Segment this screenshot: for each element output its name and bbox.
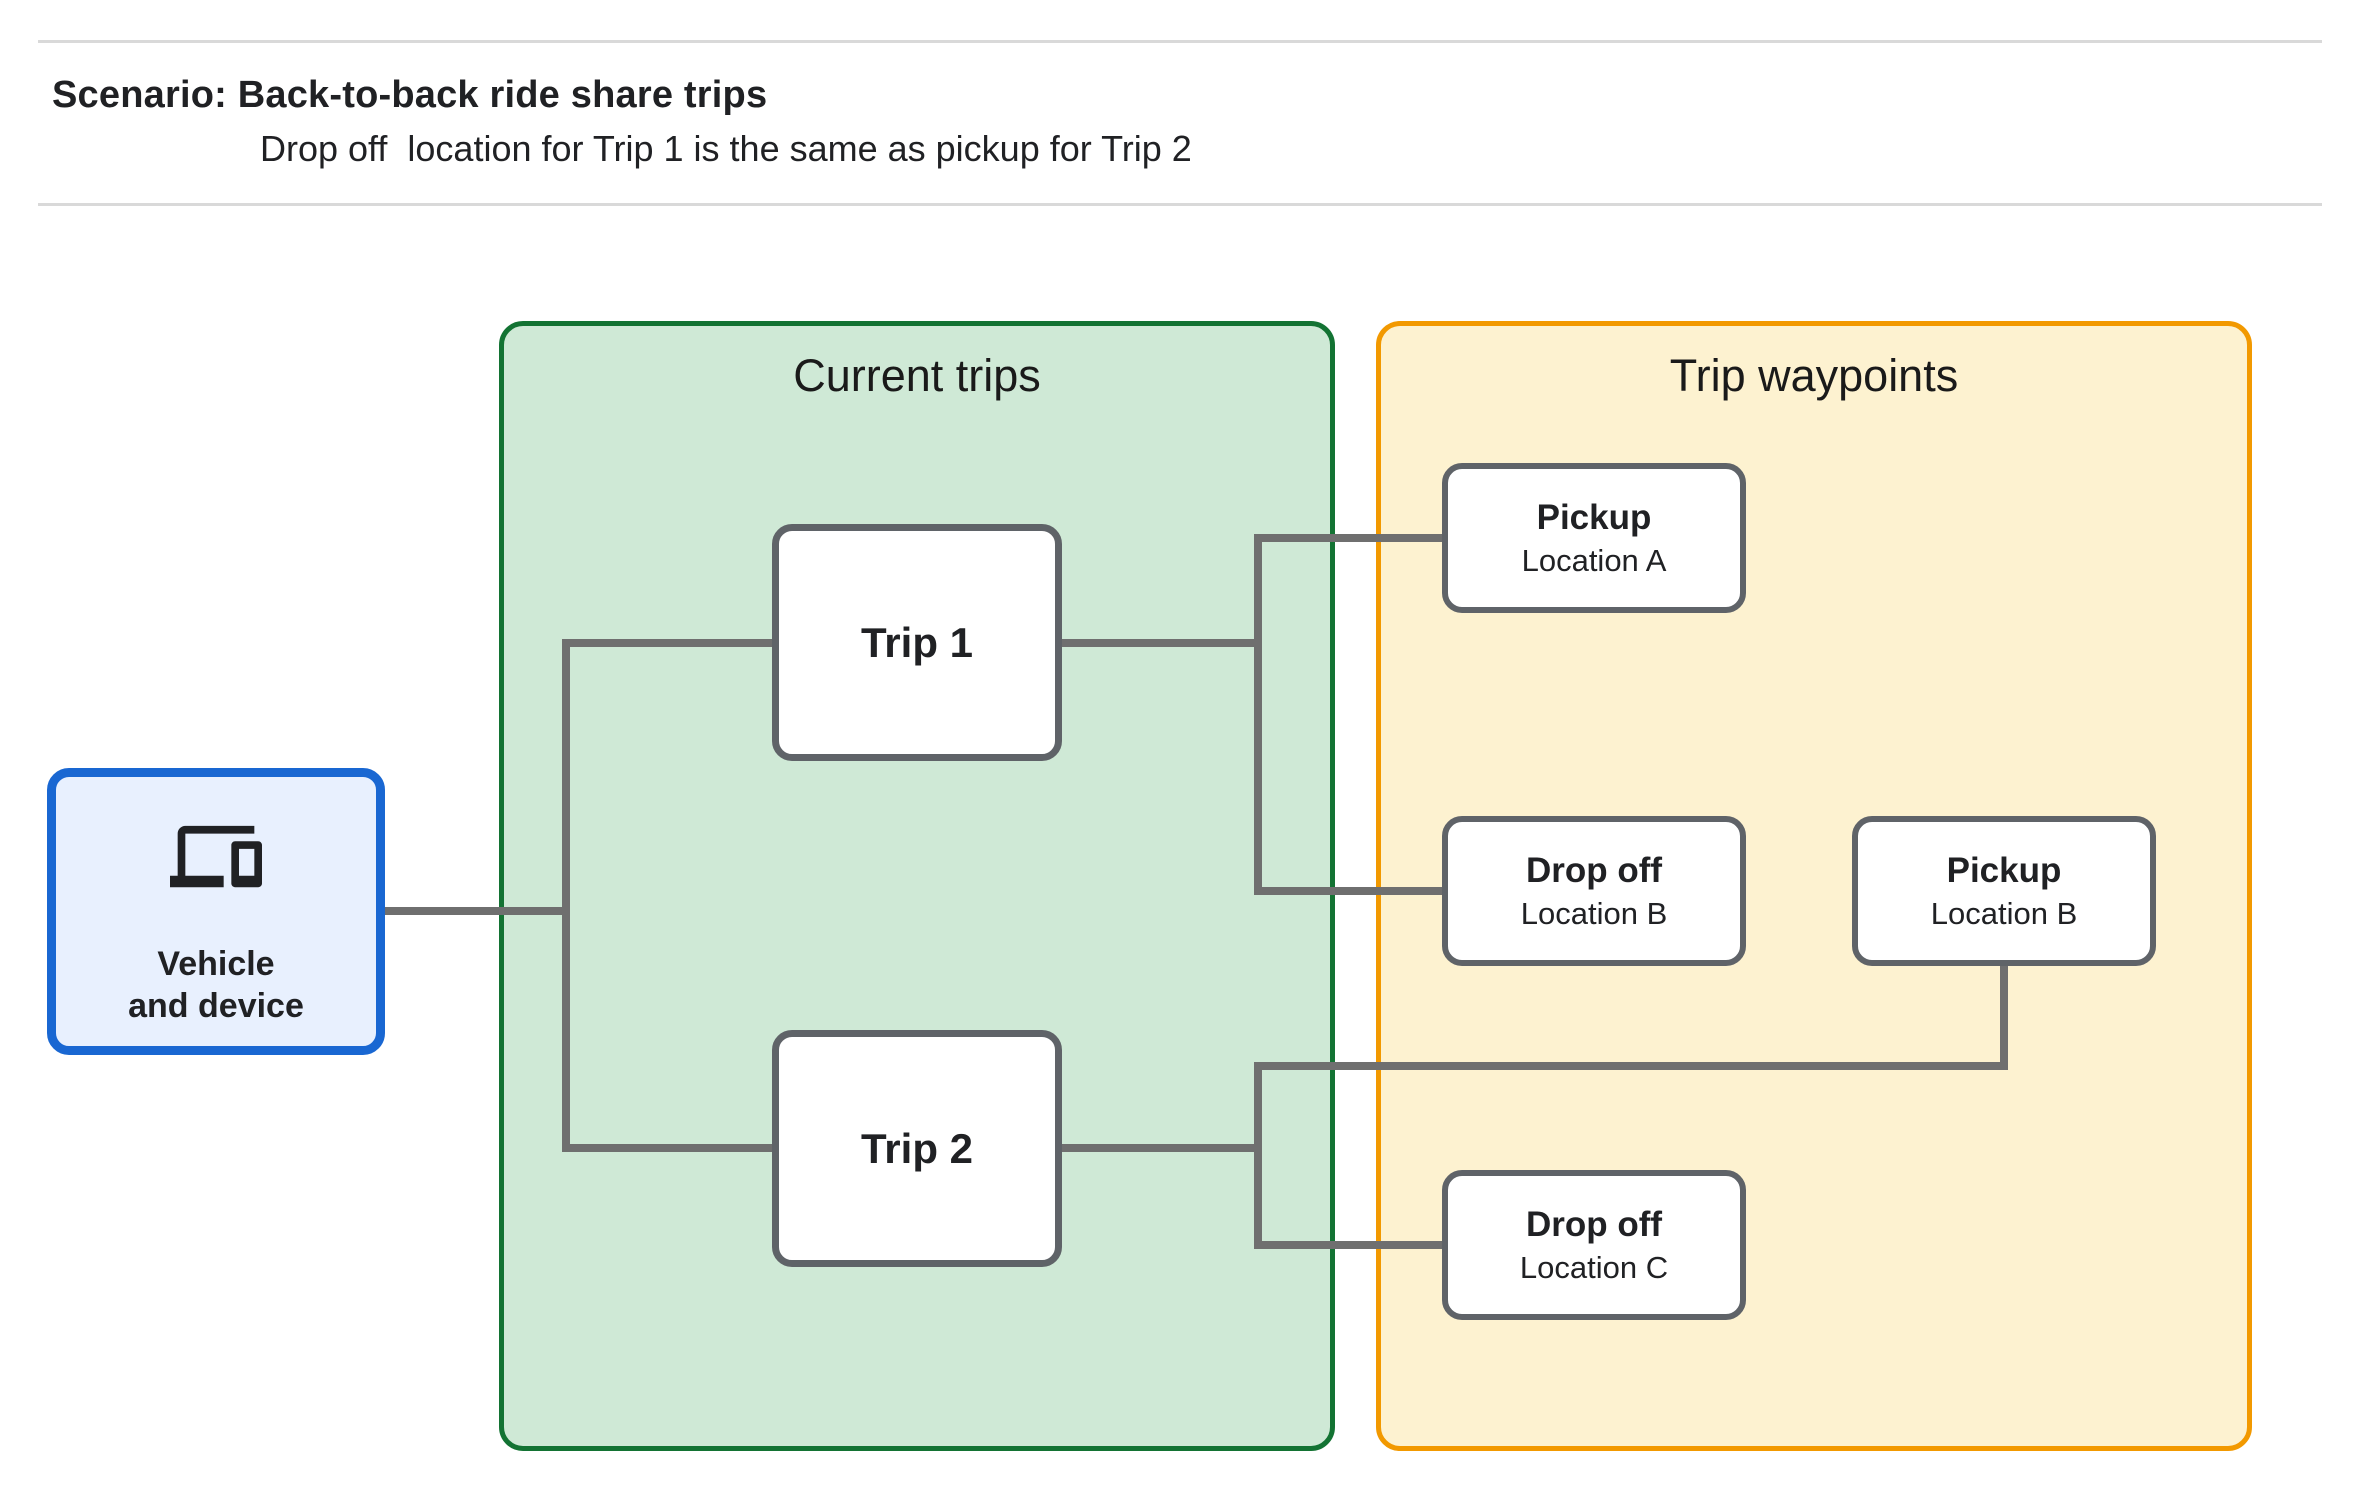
waypoint-location: Location C <box>1519 1250 1669 1285</box>
waypoint-dropoff-location-b: Drop off Location B <box>1442 816 1746 966</box>
connector-trip2-to-waypoints <box>1062 962 2008 1249</box>
waypoint-type: Drop off <box>1525 1205 1663 1244</box>
trip-2-node: Trip 2 <box>772 1030 1062 1267</box>
trip-1-node: Trip 1 <box>772 524 1062 761</box>
waypoint-pickup-location-b: Pickup Location B <box>1852 816 2156 966</box>
waypoint-dropoff-location-c: Drop off Location C <box>1442 1170 1746 1320</box>
waypoint-type: Drop off <box>1525 851 1663 890</box>
connector-trip1-to-waypoints <box>1062 534 1446 895</box>
vehicle-and-device-node: Vehicle and device <box>47 768 385 1055</box>
waypoint-location: Location B <box>1520 896 1668 931</box>
waypoint-type: Pickup <box>1946 851 2062 890</box>
group-title-trip-waypoints: Trip waypoints <box>1669 350 1959 401</box>
waypoint-pickup-location-a: Pickup Location A <box>1442 463 1746 613</box>
vehicle-node-label: Vehicle and device <box>128 945 304 1025</box>
devices-icon <box>170 825 262 888</box>
header-divider-top <box>38 40 2322 43</box>
connector-split-to-trips <box>562 639 772 1152</box>
waypoint-location: Location A <box>1521 543 1667 578</box>
page-title: Scenario: Back-to-back ride share trips <box>52 74 768 116</box>
header-divider-bottom <box>38 203 2322 206</box>
trip-2-label: Trip 2 <box>860 1124 974 1172</box>
waypoint-type: Pickup <box>1536 498 1652 537</box>
trip-1-label: Trip 1 <box>860 618 974 666</box>
waypoint-location: Location B <box>1930 896 2078 931</box>
group-title-current-trips: Current trips <box>793 350 1041 401</box>
page-subtitle: Drop off location for Trip 1 is the same… <box>260 128 1192 169</box>
